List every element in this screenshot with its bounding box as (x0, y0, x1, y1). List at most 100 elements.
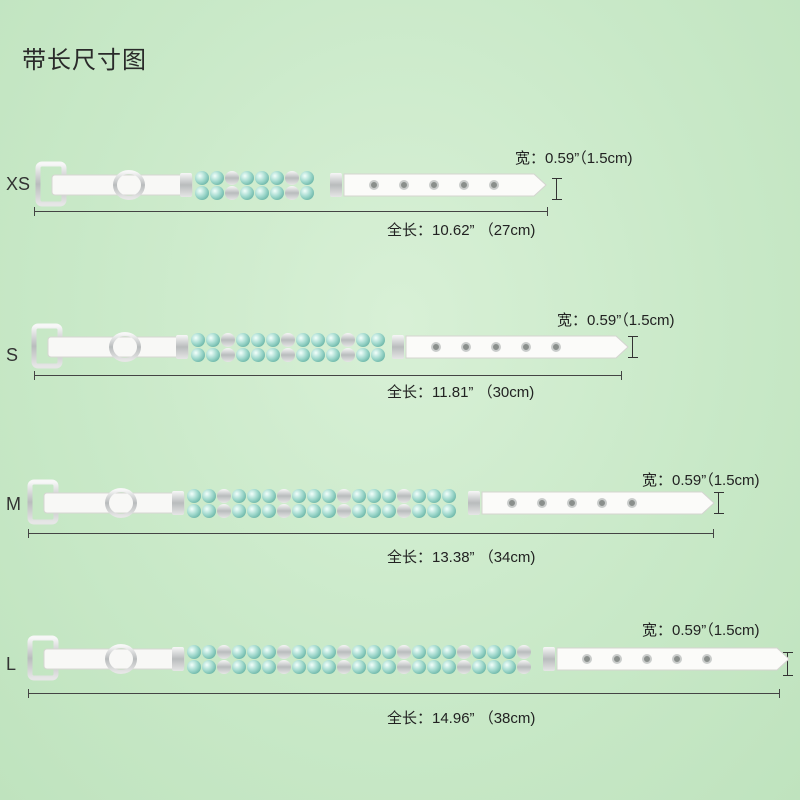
length-label: 全长：13.38” （34cm) (387, 549, 536, 566)
strap-hole (489, 180, 499, 190)
pearl-bead (217, 645, 231, 659)
pearl-bead (427, 645, 441, 659)
strap-hole (521, 342, 531, 352)
collar-image (30, 322, 630, 372)
pearl-bead (255, 171, 269, 185)
width-label: 宽：0.59”（1.5cm) (557, 312, 675, 329)
pearl-bead (322, 489, 336, 503)
strap-hole (597, 498, 607, 508)
pearl-bead (202, 489, 216, 503)
pearl-bead (382, 489, 396, 503)
d-ring-icon (109, 332, 141, 362)
page-title: 带长尺寸图 (22, 47, 147, 74)
pearl-bead (251, 348, 265, 362)
pearl-bead (255, 186, 269, 200)
pearl-bead (517, 645, 531, 659)
pearl-bead (397, 489, 411, 503)
pearl-bead (277, 660, 291, 674)
pearl-bead (247, 504, 261, 518)
pearl-bead (322, 660, 336, 674)
pearl-bead (472, 660, 486, 674)
strap-hole (537, 498, 547, 508)
pearl-bead (210, 171, 224, 185)
pearl-bead (382, 660, 396, 674)
connector-right (392, 335, 404, 359)
pearl-bead (337, 504, 351, 518)
pearl-bead (326, 333, 340, 347)
pearl-bead (300, 186, 314, 200)
pearl-bead (225, 171, 239, 185)
pearl-bead (412, 645, 426, 659)
pearl-bead (206, 333, 220, 347)
pearl-bead (442, 489, 456, 503)
pearl-bead (356, 333, 370, 347)
strap-hole (369, 180, 379, 190)
pearl-bead (292, 660, 306, 674)
pearl-bead (311, 333, 325, 347)
pearl-bead (277, 489, 291, 503)
pearl-bead (412, 660, 426, 674)
strap-left (51, 174, 193, 196)
pearl-bead (367, 660, 381, 674)
length-label: 全长：14.96” （38cm) (387, 710, 536, 727)
pearl-bead (341, 333, 355, 347)
pearl-bead (292, 489, 306, 503)
strap-hole (429, 180, 439, 190)
strap-hole (612, 654, 622, 664)
pearl-bead (195, 171, 209, 185)
pearl-bead (296, 348, 310, 362)
pearl-bead (292, 645, 306, 659)
pearl-bead (300, 171, 314, 185)
pearl-bead (225, 186, 239, 200)
d-ring-icon (105, 644, 137, 674)
width-label: 宽：0.59”（1.5cm) (515, 150, 633, 167)
pearl-bead (247, 660, 261, 674)
pearl-bead (277, 504, 291, 518)
pearl-bead (487, 660, 501, 674)
pearl-bead (397, 504, 411, 518)
strap-left (43, 648, 185, 670)
pearl-bead (307, 660, 321, 674)
connector-left (176, 335, 188, 359)
size-label: S (6, 345, 19, 365)
width-indicator (552, 178, 562, 200)
connector-left (172, 647, 184, 671)
width-indicator (714, 492, 724, 514)
pearl-bead (341, 348, 355, 362)
pearl-bead (457, 645, 471, 659)
pearl-bead (352, 660, 366, 674)
pearl-bead (427, 489, 441, 503)
pearl-bead (262, 660, 276, 674)
size-label: L (6, 654, 17, 674)
pearl-bead (397, 660, 411, 674)
strap-left (47, 336, 189, 358)
d-ring-icon (113, 170, 145, 200)
pearl-bead (371, 333, 385, 347)
pearl-bead (322, 645, 336, 659)
strap-left (43, 492, 185, 514)
pearl-bead (285, 171, 299, 185)
pearl-bead (382, 504, 396, 518)
pearl-bead (266, 348, 280, 362)
pearl-bead (232, 660, 246, 674)
pearl-bead (442, 660, 456, 674)
pearl-bead (337, 645, 351, 659)
strap-hole (582, 654, 592, 664)
strap-hole (507, 498, 517, 508)
pearl-bead (191, 348, 205, 362)
pearl-bead (281, 348, 295, 362)
pearl-bead (457, 660, 471, 674)
pearl-bead (232, 645, 246, 659)
strap-hole (399, 180, 409, 190)
length-indicator (28, 529, 714, 538)
pearl-bead (472, 645, 486, 659)
strap-hole (627, 498, 637, 508)
pearl-bead (187, 504, 201, 518)
strap-hole (551, 342, 561, 352)
connector-right (543, 647, 555, 671)
pearl-bead (397, 645, 411, 659)
pearl-bead (251, 333, 265, 347)
pearl-bead (262, 504, 276, 518)
d-ring-icon (105, 488, 137, 518)
strap-right (405, 335, 629, 359)
